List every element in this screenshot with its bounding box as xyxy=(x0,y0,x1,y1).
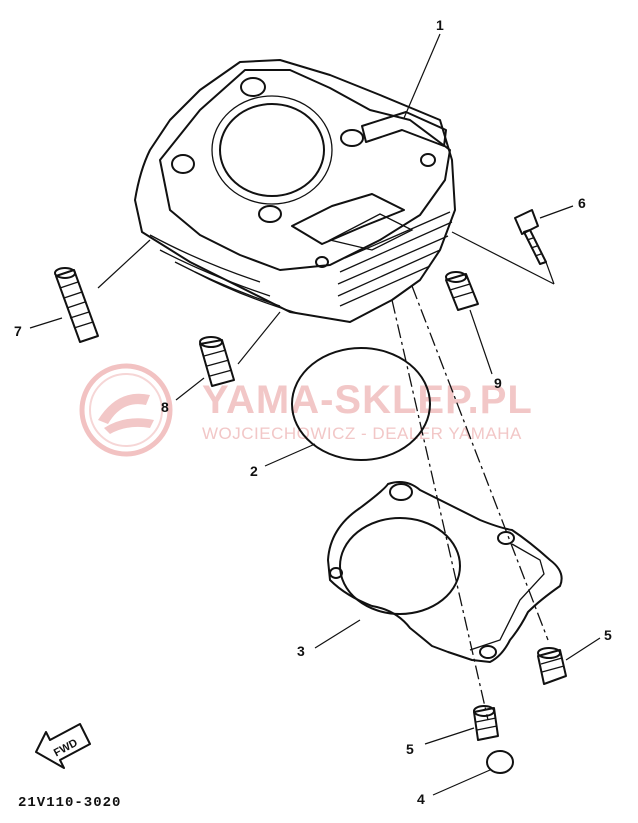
part-number-9: 9 xyxy=(494,375,502,391)
part-number-5-lower: 5 xyxy=(406,741,414,757)
o-ring xyxy=(291,347,431,461)
watermark-subtitle: WOJCIECHOWICZ - DEALER YAMAHA xyxy=(202,424,522,443)
cylinder-block xyxy=(134,59,456,323)
part-number-7: 7 xyxy=(14,323,22,339)
watermark-title: YAMA-SKLEP.PL xyxy=(202,378,533,422)
part-labels: 1 2 3 4 5 5 6 7 8 9 xyxy=(14,17,612,807)
part-number-1: 1 xyxy=(436,17,444,33)
part-number-6: 6 xyxy=(578,195,586,211)
drawing-code: 21V110-3020 xyxy=(18,795,121,811)
dowel-pin-9 xyxy=(445,271,479,311)
watermark: YAMA-SKLEP.PL WOJCIECHOWICZ - DEALER YAM… xyxy=(79,363,533,457)
cylinder-gasket xyxy=(327,481,563,663)
part-number-3: 3 xyxy=(297,643,305,659)
part-number-2: 2 xyxy=(250,463,258,479)
part-number-4: 4 xyxy=(417,791,425,807)
watermark-logo-icon xyxy=(79,363,173,457)
dowel-pin-lower xyxy=(473,705,499,741)
part-number-5-upper: 5 xyxy=(604,627,612,643)
stud-bolt xyxy=(54,267,99,343)
assembly-axes xyxy=(391,285,549,721)
part-number-8: 8 xyxy=(161,399,169,415)
dowel-pin-upper xyxy=(537,647,567,685)
forward-arrow-icon: FWD xyxy=(35,723,91,769)
leader-lines xyxy=(29,33,601,796)
dowel-pin-8 xyxy=(199,336,235,387)
small-o-ring xyxy=(486,750,514,774)
